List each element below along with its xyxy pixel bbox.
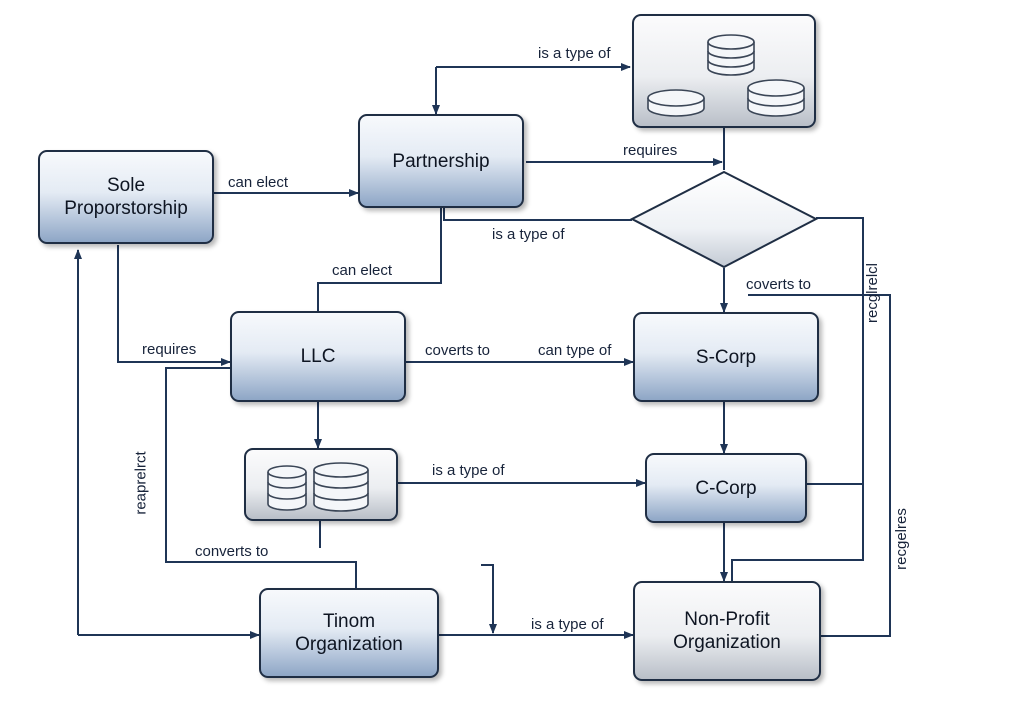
label-requires-llc: requires (142, 341, 197, 358)
storage-box-middle[interactable] (244, 448, 398, 521)
label-converts-to-bottom: converts to (195, 543, 269, 560)
node-non-profit-organization[interactable]: Non-Profit Organization (633, 581, 821, 681)
edge-left-loop (165, 367, 357, 588)
label-requires-top: requires (623, 142, 678, 159)
label-can-elect-sole: can elect (228, 174, 289, 191)
label-coverts-to-diamond: coverts to (746, 276, 812, 293)
edge-partnership-istypeof (443, 208, 632, 221)
label-coverts-to-llc: coverts to (425, 342, 491, 359)
edge-canelect-llc (317, 208, 442, 311)
node-s-corp[interactable]: S-Corp (633, 312, 819, 402)
database-icon (267, 462, 369, 512)
edge-sole-requires (117, 245, 231, 366)
label-recgelres-right: recgelres (892, 508, 910, 570)
database-icon (647, 34, 805, 117)
label-can-type-of: can type of (538, 342, 612, 359)
node-partnership[interactable]: Partnership (358, 114, 524, 208)
label-can-elect-llc: can elect (332, 262, 393, 279)
node-llc[interactable]: LLC (230, 311, 406, 402)
node-c-corp[interactable]: C-Corp (645, 453, 807, 523)
label-is-type-of-bottom: is a type of (531, 616, 604, 633)
storage-box-top[interactable] (632, 14, 816, 128)
label-is-type-of-db: is a type of (432, 462, 505, 479)
label-is-type-of-top: is a type of (538, 45, 611, 62)
decision-diamond (629, 170, 819, 269)
node-tinom-organization[interactable]: Tinom Organization (259, 588, 439, 678)
edge-coverts-bus (748, 294, 891, 637)
label-is-type-of-partnership: is a type of (492, 226, 565, 243)
label-recglrelcl-right: recglrelcl (864, 262, 882, 324)
edge-right-loop-diamond (731, 217, 864, 581)
node-sole-proprietorship[interactable]: Sole Proporstorship (38, 150, 214, 244)
label-reqrelrct-left: reaprelrct (132, 451, 150, 515)
edge-hook (481, 564, 497, 634)
